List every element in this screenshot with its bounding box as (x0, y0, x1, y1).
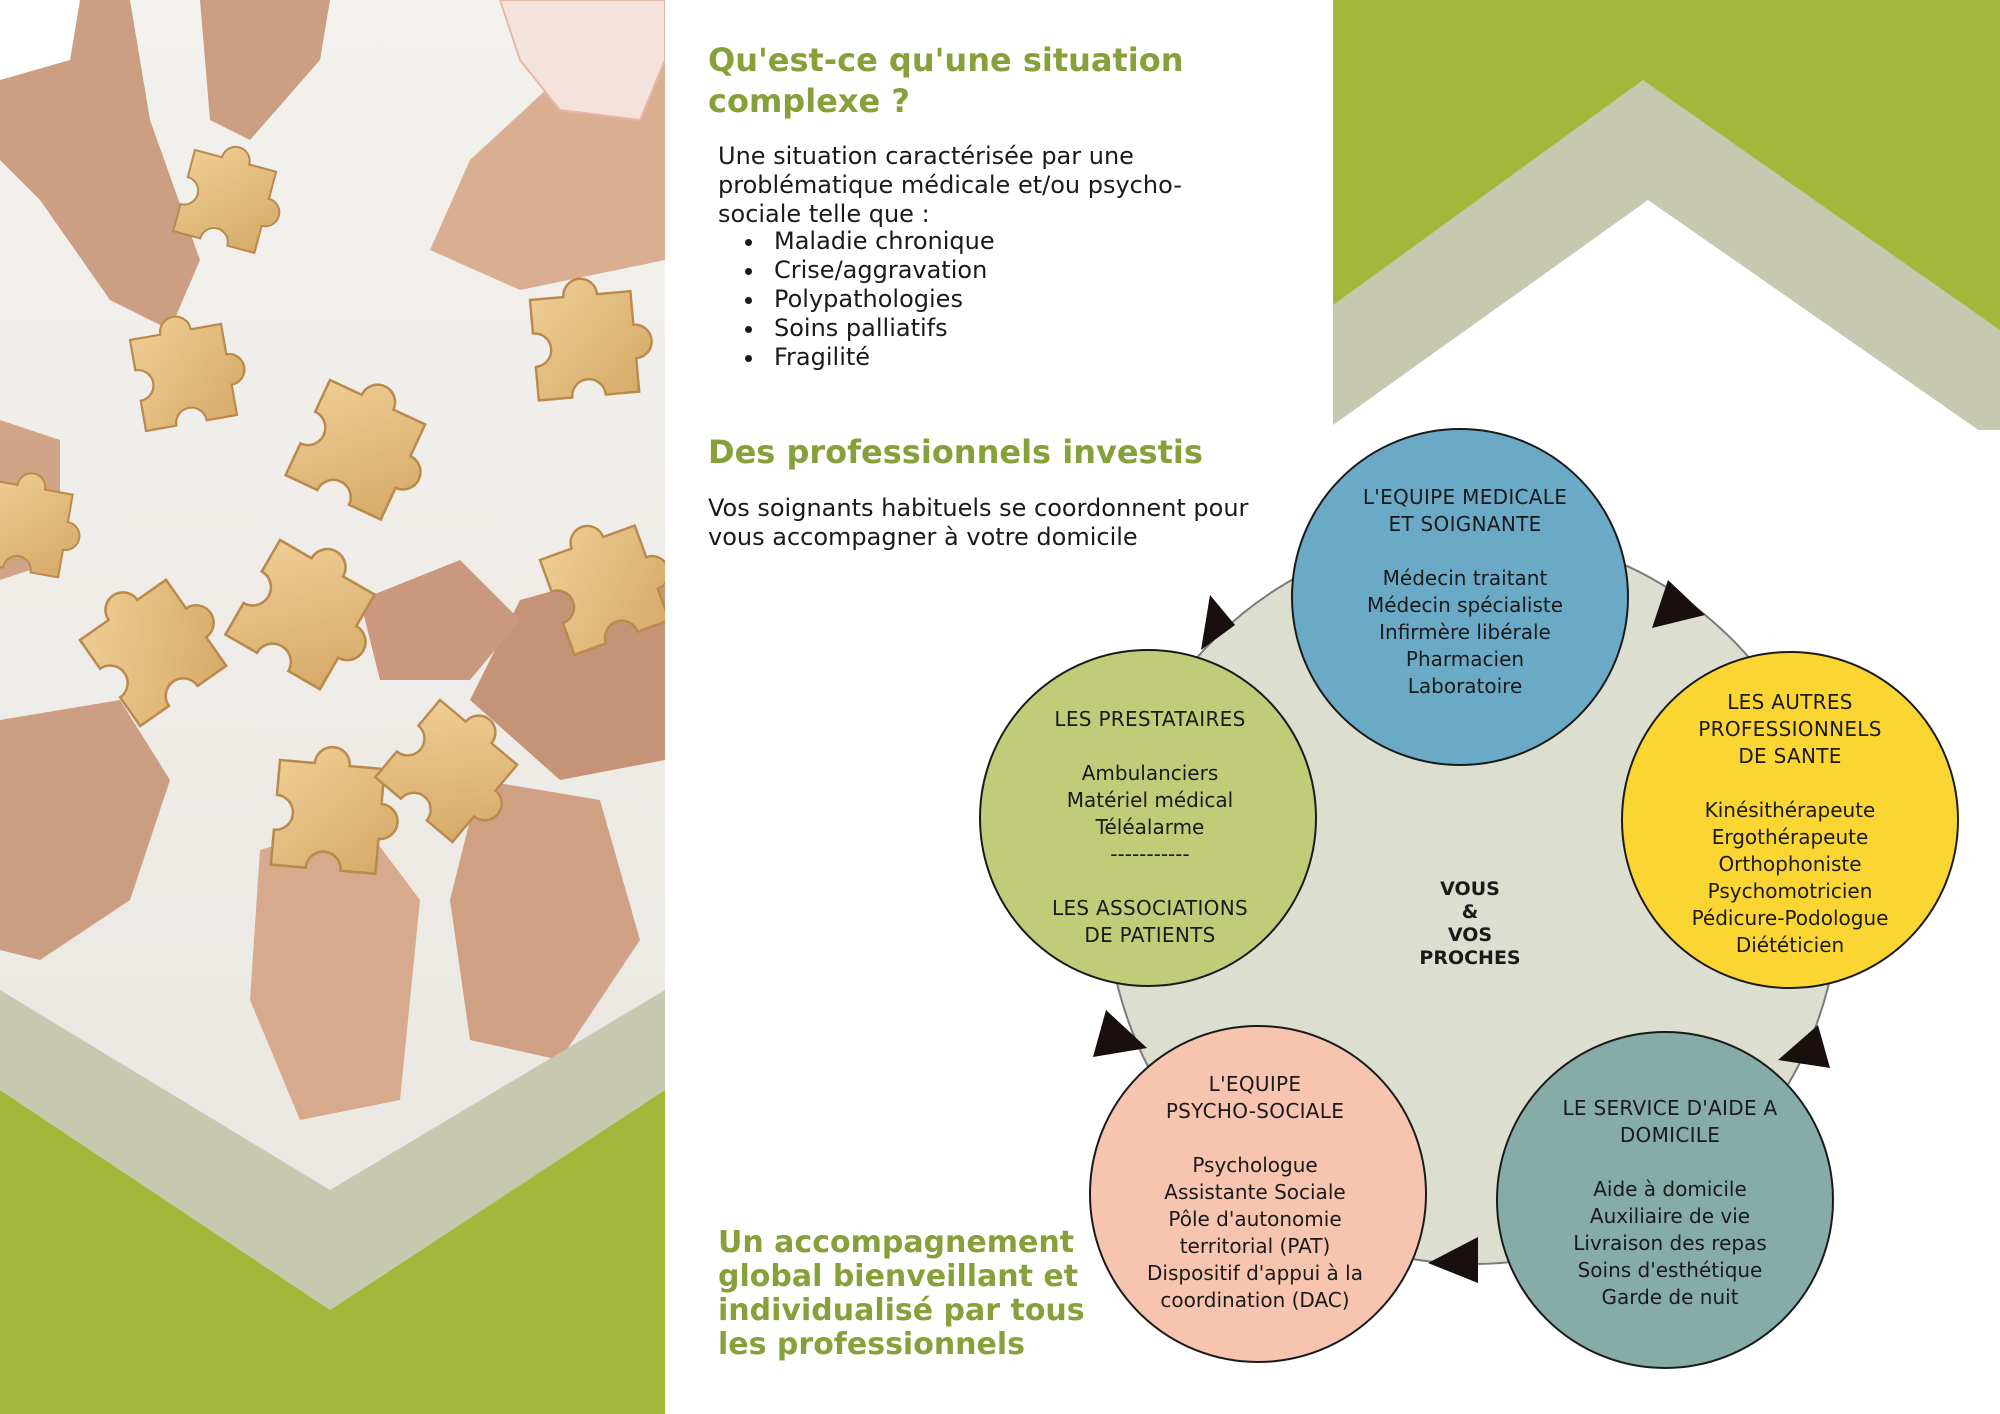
circle-prestataires (979, 649, 1317, 987)
section-title-complex: Qu'est-ce qu'une situation complexe ? (708, 41, 1184, 120)
puzzle-hands-photo (0, 0, 665, 1414)
circle-autres (1621, 651, 1959, 989)
circle-psycho (1089, 1025, 1427, 1363)
circle-item: Dispositif d'appui à la (1147, 1261, 1363, 1285)
list-item: Crise/aggravation (766, 256, 995, 285)
circle-psycho-text: L'EQUIPE PSYCHO-SOCIALE Psychologue Assi… (1110, 1071, 1400, 1314)
section-title-accompaniment: Un accompagnement global bienveillant et… (718, 1225, 1085, 1362)
left-photo-panel (0, 0, 665, 1414)
circle-title-line: PSYCHO-SOCIALE (1165, 1099, 1345, 1123)
circle-item: Auxiliaire de vie (1589, 1204, 1751, 1228)
circle-item: territorial (PAT) (1179, 1234, 1331, 1258)
care-network-diagram (979, 428, 1959, 1369)
center-label-line: PROCHES (1419, 947, 1521, 969)
section-body-text: Vos soignants habituels se coordonnent p… (708, 494, 1249, 551)
circle-title-line: L'EQUIPE MEDICALE (1362, 485, 1568, 509)
circle-prestataires-text: LES PRESTATAIRES Ambulanciers Matériel m… (1005, 706, 1295, 949)
triangle-arrow-icon (1093, 1010, 1147, 1057)
triangle-arrow-icon (1428, 1237, 1478, 1283)
circle-item: Diététicien (1735, 933, 1845, 957)
circle-title-line: LES ASSOCIATIONS (1052, 896, 1248, 920)
circle-title-line: DOMICILE (1619, 1123, 1721, 1147)
circle-title-line: ET SOIGNANTE (1388, 512, 1542, 536)
triangle-arrow-icon (1652, 580, 1705, 628)
condition-list: Maladie chronique Crise/aggravation Poly… (740, 227, 995, 372)
circle-item: Assistante Sociale (1164, 1180, 1346, 1204)
circle-item: Pôle d'autonomie (1168, 1207, 1342, 1231)
section-intro-text: Une situation caractérisée par une probl… (718, 142, 1182, 228)
circle-item: coordination (DAC) (1160, 1288, 1350, 1312)
circle-title-line: LES PRESTATAIRES (1054, 707, 1246, 731)
circle-item: Pédicure-Podologue (1691, 906, 1889, 930)
circle-title-line: DE SANTE (1738, 744, 1842, 768)
circle-title-line: DE PATIENTS (1084, 923, 1216, 947)
triangle-arrow-icon (1201, 595, 1235, 650)
circle-medicale-text: L'EQUIPE MEDICALE ET SOIGNANTE Médecin t… (1300, 484, 1630, 700)
list-item: Fragilité (766, 343, 995, 372)
center-label-line: & (1461, 901, 1479, 923)
circle-item: Soins d'esthétique (1577, 1258, 1763, 1282)
circle-item: Médecin traitant (1382, 566, 1548, 590)
circle-item: Psychologue (1192, 1153, 1318, 1177)
list-item: Soins palliatifs (766, 314, 995, 343)
circle-aide (1496, 1031, 1834, 1369)
circle-item: ----------- (1110, 842, 1190, 866)
circle-title-line: PROFESSIONNELS (1698, 717, 1882, 741)
center-label-line: VOS (1447, 924, 1493, 946)
center-label: VOUS & VOS PROCHES (1395, 878, 1545, 970)
circle-title-line: LES AUTRES (1727, 690, 1853, 714)
circle-item: Matériel médical (1066, 788, 1234, 812)
center-label-line: VOUS (1440, 878, 1500, 900)
circle-item: Médecin spécialiste (1366, 593, 1564, 617)
circle-item: Laboratoire (1407, 674, 1523, 698)
circle-item: Téléalarme (1095, 815, 1205, 839)
circle-autres-text: LES AUTRES PROFESSIONNELS DE SANTE Kinés… (1640, 689, 1940, 959)
circle-item: Ambulanciers (1081, 761, 1219, 785)
circle-item: Psychomotricien (1707, 879, 1873, 903)
circle-item: Pharmacien (1405, 647, 1525, 671)
circle-item: Livraison des repas (1573, 1231, 1767, 1255)
circle-item: Aide à domicile (1593, 1177, 1747, 1201)
circle-medicale (1291, 428, 1629, 766)
circle-title-line: L'EQUIPE (1208, 1072, 1302, 1096)
circle-item: Ergothérapeute (1711, 825, 1869, 849)
circle-item: Garde de nuit (1601, 1285, 1739, 1309)
triangle-arrow-icon (1778, 1025, 1830, 1068)
circle-item: Infirmère libérale (1379, 620, 1551, 644)
list-item: Maladie chronique (766, 227, 995, 256)
list-item: Polypathologies (766, 285, 995, 314)
circle-item: Kinésithérapeute (1704, 798, 1876, 822)
circle-aide-text: LE SERVICE D'AIDE A DOMICILE Aide à domi… (1520, 1095, 1820, 1311)
section-title-professionals: Des professionnels investis (708, 433, 1203, 471)
circle-title-line: LE SERVICE D'AIDE A (1562, 1096, 1778, 1120)
decorative-chevron (1333, 0, 2000, 430)
circle-item: Orthophoniste (1718, 852, 1862, 876)
